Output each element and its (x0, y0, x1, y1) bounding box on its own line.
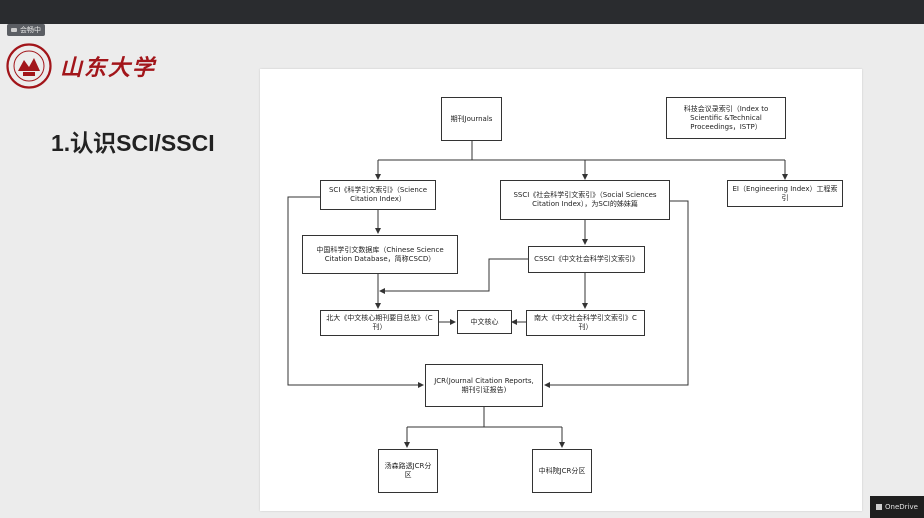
edge-cssci-pku (379, 258, 528, 294)
meeting-status-chip[interactable]: 会畅中 (7, 24, 45, 36)
node-istp: 科技会议录索引（Index to Scientific &Technical P… (666, 97, 786, 139)
camera-icon (11, 28, 17, 32)
university-brand: 山东大学 (60, 55, 157, 81)
diagram-panel: 期刊Journals 科技会议录索引（Index to Scientific &… (260, 69, 862, 511)
university-seal-logo (6, 43, 52, 89)
meeting-chip-label: 会畅中 (20, 26, 41, 34)
node-ei: EI（Engineering Index）工程索引 (727, 180, 843, 207)
onedrive-tray[interactable]: OneDrive (870, 496, 924, 518)
node-journals: 期刊Journals (441, 97, 502, 141)
edge-sci-jcr (287, 196, 424, 388)
node-jcr: JCR(Journal Citation Reports, 期刊引证报告) (425, 364, 543, 407)
slide-title: 1.认识SCI/SSCI (51, 130, 215, 156)
meeting-top-bar (0, 0, 924, 24)
onedrive-icon (876, 504, 883, 510)
node-cas: 中科院JCR分区 (532, 449, 592, 493)
node-cscd: 中国科学引文数据库（Chinese Science Citation Datab… (302, 235, 458, 274)
node-nju: 南大《中文社会科学引文索引》C刊） (526, 310, 645, 336)
node-core: 中文核心 (457, 310, 512, 334)
diagram-connectors (287, 141, 788, 448)
node-sci: SCI《科学引文索引》（Science Citation Index） (320, 180, 436, 210)
node-pku: 北大《中文核心期刊要目总览》（C刊） (320, 310, 439, 336)
edge-ssci-jcr (544, 200, 689, 388)
node-clarivate: 汤森路透JCR分区 (378, 449, 438, 493)
onedrive-label: OneDrive (885, 503, 918, 511)
node-cssci: CSSCI《中文社会科学引文索引》 (528, 246, 645, 273)
node-ssci: SSCI《社会科学引文索引》（Social Sciences Citation … (500, 180, 670, 220)
